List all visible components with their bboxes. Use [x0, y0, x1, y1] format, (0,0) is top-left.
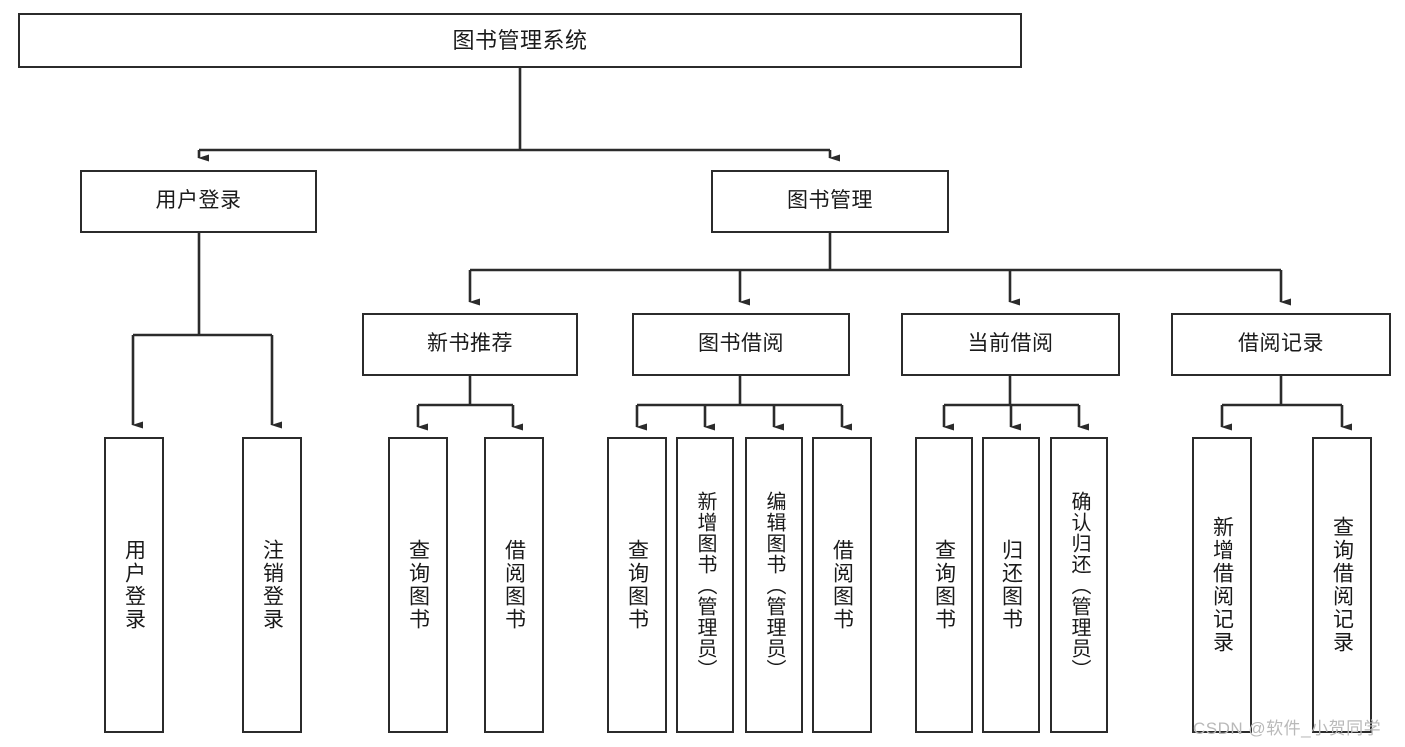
node-label: 用户登录	[122, 539, 146, 631]
node-leaf-query-book-1[interactable]: 查询图书	[388, 437, 448, 733]
node-leaf-borrow-book-2[interactable]: 借阅图书	[812, 437, 872, 733]
node-user-login[interactable]: 用户登录	[80, 170, 317, 233]
node-book-management-system[interactable]: 图书管理系统	[18, 13, 1022, 68]
node-label: 注销登录	[260, 539, 284, 631]
node-label: 图书管理	[787, 189, 873, 213]
node-label: 查询借阅记录	[1330, 516, 1354, 654]
node-leaf-logout-login[interactable]: 注销登录	[242, 437, 302, 733]
node-book-borrowing[interactable]: 图书借阅	[632, 313, 850, 376]
node-leaf-borrow-book-1[interactable]: 借阅图书	[484, 437, 544, 733]
node-label: 归还图书	[999, 539, 1023, 631]
node-leaf-query-borrow-record[interactable]: 查询借阅记录	[1312, 437, 1372, 733]
node-current-borrowing[interactable]: 当前借阅	[901, 313, 1120, 376]
csdn-watermark: CSDN @软件_小贺同学	[1193, 719, 1382, 738]
node-label: 当前借阅	[967, 332, 1054, 356]
node-label: 查询图书	[406, 539, 430, 631]
node-label: 新书推荐	[427, 332, 513, 356]
node-label: 编辑图书（管理员）	[763, 490, 785, 680]
node-leaf-return-book[interactable]: 归还图书	[982, 437, 1040, 733]
node-label: 图书管理系统	[452, 27, 588, 53]
node-label: 借阅图书	[830, 539, 854, 631]
node-label: 用户登录	[155, 189, 242, 213]
node-new-book-recommendation[interactable]: 新书推荐	[362, 313, 578, 376]
node-label: 图书借阅	[698, 332, 784, 356]
node-leaf-add-book-admin[interactable]: 新增图书（管理员）	[676, 437, 734, 733]
node-book-management[interactable]: 图书管理	[711, 170, 949, 233]
node-label: 查询图书	[932, 539, 956, 631]
node-leaf-query-book-3[interactable]: 查询图书	[915, 437, 973, 733]
node-label: 新增图书（管理员）	[694, 490, 716, 680]
node-label: 确认归还（管理员）	[1068, 490, 1090, 680]
node-leaf-edit-book-admin[interactable]: 编辑图书（管理员）	[745, 437, 803, 733]
node-leaf-add-borrow-record[interactable]: 新增借阅记录	[1192, 437, 1252, 733]
node-borrowing-record[interactable]: 借阅记录	[1171, 313, 1391, 376]
node-leaf-confirm-return-admin[interactable]: 确认归还（管理员）	[1050, 437, 1108, 733]
node-label: 新增借阅记录	[1210, 516, 1234, 654]
node-label: 借阅图书	[502, 539, 526, 631]
node-leaf-query-book-2[interactable]: 查询图书	[607, 437, 667, 733]
node-label: 借阅记录	[1238, 332, 1324, 356]
node-label: 查询图书	[625, 539, 649, 631]
node-leaf-user-login[interactable]: 用户登录	[104, 437, 164, 733]
